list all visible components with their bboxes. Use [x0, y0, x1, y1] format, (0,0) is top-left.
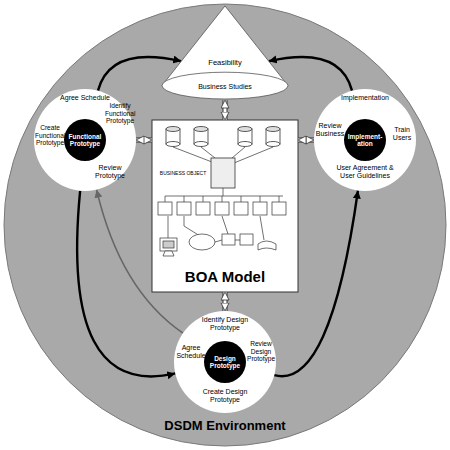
model-box: BOA Model: [152, 120, 298, 292]
activity-label-slot: Create Functional Prototype: [35, 124, 65, 147]
flow-connector: [225, 292, 226, 311]
model-annotation: BUSINESS OBJECT: [156, 171, 210, 177]
activity-label-slot: Create Design Prototype: [190, 388, 260, 404]
object-wiring: [165, 147, 283, 240]
activity-label: Identify Design Prototype: [190, 316, 260, 332]
flow-connector: [225, 100, 226, 120]
phase-title: Implement-ation: [346, 133, 384, 148]
activity-label: Review Business: [315, 122, 345, 138]
activity-label-slot: Train Users: [389, 126, 415, 142]
connector-outline: [136, 138, 152, 143]
phase-ring: Agree ScheduleIdentify Functional Protot…: [33, 88, 137, 192]
activity-label-slot: Review Design Prototype: [247, 340, 275, 363]
connector-outline: [223, 100, 228, 120]
activity-label: Create Functional Prototype: [35, 124, 65, 147]
connector-line: [298, 139, 314, 142]
connector-line: [224, 100, 227, 120]
connector-line: [136, 139, 152, 142]
model-frame: [152, 120, 298, 292]
client-icons: [160, 234, 276, 256]
connector-outline: [223, 292, 228, 311]
connector-line: [224, 292, 227, 311]
node-title: Business Studies: [162, 83, 288, 91]
activity-label-slot: Agree Schedule: [176, 344, 206, 360]
activity-label: Implementation: [330, 94, 400, 102]
activity-label-slot: Identify Functional Prototype: [105, 102, 135, 125]
phase-core: Design Prototype: [204, 341, 246, 383]
node-title-slot: DSDM Environment: [143, 419, 307, 434]
node-title-slot: Business Studies: [162, 83, 288, 91]
phase-title-slot: Design Prototype: [204, 341, 246, 383]
phase-ring: Identify Design PrototypeReview Design P…: [173, 310, 277, 414]
node-title: BOA Model: [152, 268, 298, 285]
phase-title: Design Prototype: [206, 355, 244, 370]
activity-label: Train Users: [389, 126, 415, 142]
phase-title-slot: Implement-ation: [344, 119, 386, 161]
phase-core: Functional Prototype: [64, 119, 106, 161]
node-title-slot: BOA Model: [152, 268, 298, 285]
database-icons: [166, 127, 280, 147]
activity-label: Agree Schedule: [176, 344, 206, 360]
model-box-outline: [152, 120, 298, 292]
model-annotation-slot: BUSINESS OBJECT: [156, 171, 210, 177]
activity-label: Agree Schedule: [50, 94, 120, 102]
phase-title-slot: Functional Prototype: [64, 119, 106, 161]
activity-label: Identify Functional Prototype: [105, 102, 135, 125]
component-row: [158, 202, 286, 215]
environment-circle: DSDM Environment FeasibilityBusiness Stud…: [3, 3, 447, 447]
activity-label: Review Design Prototype: [247, 340, 275, 363]
phase-core: Implement-ation: [344, 119, 386, 161]
activity-label-slot: Agree Schedule: [50, 94, 120, 102]
feasibility-cone: FeasibilityBusiness Studies: [162, 4, 288, 100]
activity-label: User Agreement & User Guidelines: [330, 164, 400, 180]
activity-label-slot: Identify Design Prototype: [190, 316, 260, 332]
flow-connector: [136, 140, 152, 141]
activity-label-slot: User Agreement & User Guidelines: [330, 164, 400, 180]
phase-ring: ImplementationReview Business Train Users…: [313, 88, 417, 192]
node-title: DSDM Environment: [143, 419, 307, 434]
business-object: [211, 158, 235, 188]
activity-label-slot: Implementation: [330, 94, 400, 102]
activity-label-slot: Review Business: [315, 122, 345, 138]
flow-connector: [298, 140, 314, 141]
activity-label: Review Prototype: [89, 164, 131, 180]
node-title: Feasibility: [162, 59, 288, 68]
connector-outline: [298, 138, 314, 143]
phase-title: Functional Prototype: [66, 133, 104, 148]
activity-label: Create Design Prototype: [190, 388, 260, 404]
node-title-slot: Feasibility: [162, 59, 288, 68]
activity-label-slot: Review Prototype: [89, 164, 131, 180]
